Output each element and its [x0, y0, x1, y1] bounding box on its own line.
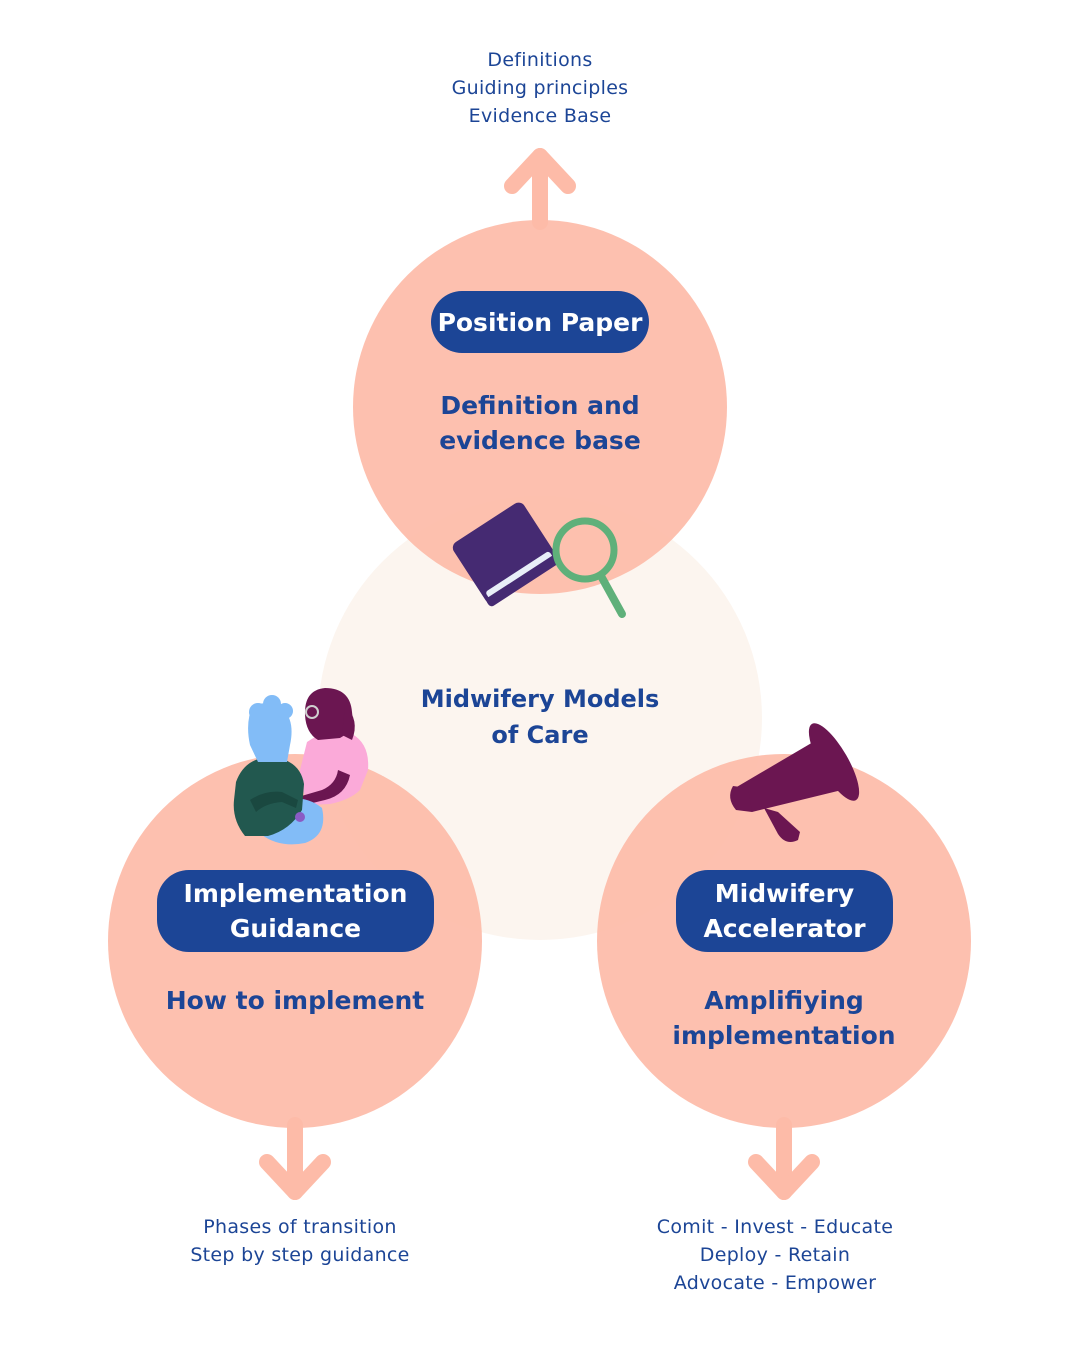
- right-subtitle: Amplifiying implementation: [634, 983, 934, 1053]
- center-label-line: of Care: [491, 721, 589, 749]
- megaphone-icon: [730, 723, 860, 842]
- arrow-down-right: [748, 1117, 820, 1200]
- center-label: Midwifery Models of Care: [380, 681, 700, 753]
- magnifier-icon: [552, 517, 626, 618]
- list-item: Advocate - Empower: [673, 1272, 877, 1294]
- subtitle-line: Amplifiying: [704, 986, 864, 1015]
- subtitle-line: evidence base: [439, 426, 641, 455]
- pill-label: Accelerator: [703, 914, 866, 943]
- book-icon: [452, 502, 560, 607]
- arrow-down-left: [259, 1117, 331, 1200]
- top-subtitle: Definition and evidence base: [390, 388, 690, 458]
- pill-label: Guidance: [229, 914, 362, 943]
- implementation-guidance-pill: Implementation Guidance: [157, 870, 434, 952]
- pill-label: Midwifery: [714, 879, 855, 908]
- list-item: Definitions: [487, 49, 593, 71]
- pill-label: Position Paper: [437, 307, 643, 337]
- left-subtitle: How to implement: [145, 983, 445, 1018]
- list-item: Guiding principles: [451, 77, 629, 99]
- subtitle-line: How to implement: [165, 986, 425, 1015]
- list-item: Comit - Invest - Educate: [656, 1216, 894, 1238]
- list-item: Deploy - Retain: [699, 1244, 851, 1266]
- list-item: Step by step guidance: [190, 1244, 410, 1266]
- center-label-line: Midwifery Models: [420, 685, 660, 713]
- subtitle-line: Definition and: [440, 391, 640, 420]
- pill-label: Implementation: [183, 879, 408, 908]
- subtitle-line: implementation: [672, 1021, 896, 1050]
- arrow-up: [504, 148, 576, 230]
- position-paper-pill: Position Paper: [431, 291, 649, 353]
- people-icon: [233, 688, 369, 845]
- right-list: Comit - Invest - Educate Deploy - Retain…: [610, 1213, 940, 1297]
- list-item: Phases of transition: [203, 1216, 397, 1238]
- midwifery-accelerator-pill: Midwifery Accelerator: [676, 870, 893, 952]
- top-list: Definitions Guiding principles Evidence …: [390, 46, 690, 130]
- list-item: Evidence Base: [468, 105, 612, 127]
- left-list: Phases of transition Step by step guidan…: [150, 1213, 450, 1269]
